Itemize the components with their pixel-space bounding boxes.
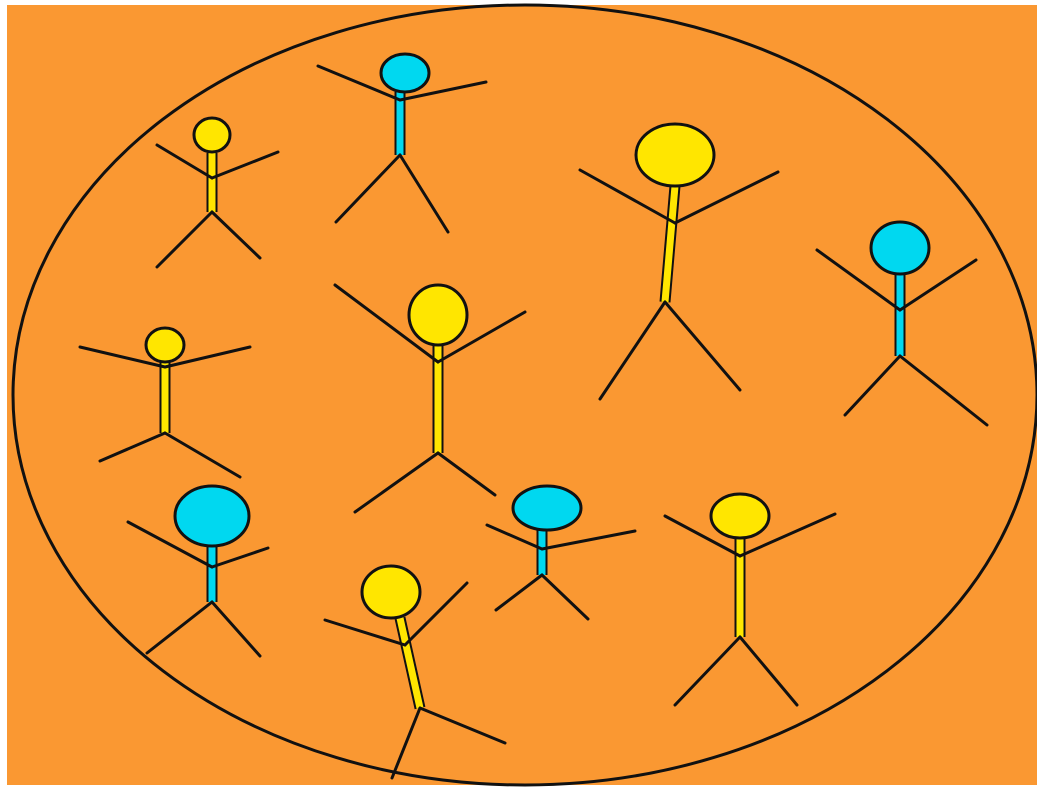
head xyxy=(362,566,420,618)
head xyxy=(871,222,929,274)
head xyxy=(381,54,429,92)
head xyxy=(175,486,249,546)
head xyxy=(711,494,769,538)
head xyxy=(636,124,714,186)
head xyxy=(513,486,581,530)
head xyxy=(409,285,467,345)
head xyxy=(194,118,230,152)
head xyxy=(146,328,184,362)
